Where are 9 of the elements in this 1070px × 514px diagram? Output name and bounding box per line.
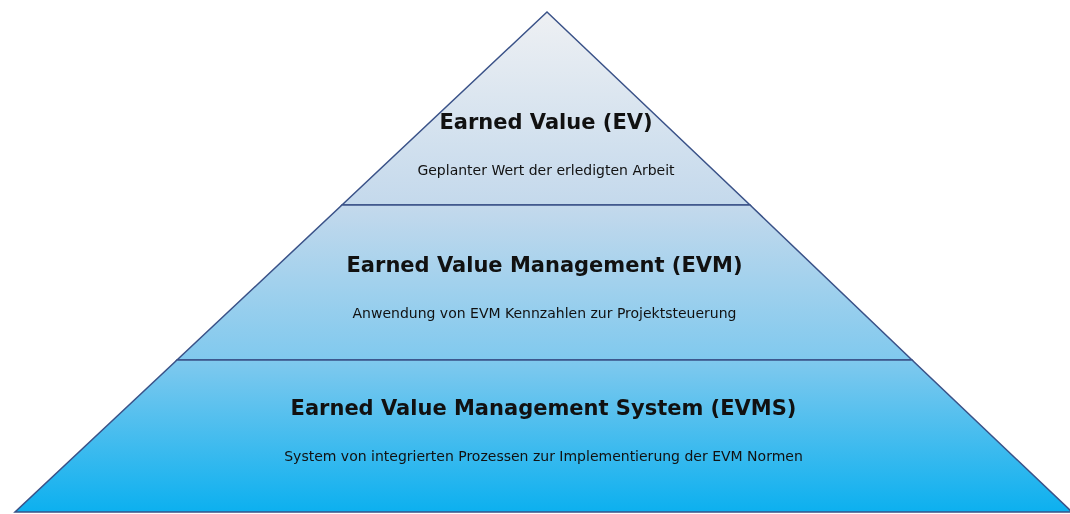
pyramid-tier: [177, 205, 912, 360]
tier-description: Anwendung von EVM Kennzahlen zur Projektsteuerung: [352, 305, 737, 321]
tier-heading: Earned Value Management (EVM): [346, 253, 743, 277]
pyramid-tier: [15, 360, 1070, 512]
tier-description: System von integrierten Prozessen zur Implementierung der EVM Normen: [284, 448, 803, 464]
pyramid-tier: [342, 12, 750, 205]
tier-heading: Earned Value (EV): [439, 110, 653, 134]
tier-heading: Earned Value Management System (EVMS): [290, 396, 797, 420]
tier-description: Geplanter Wert der erledigten Arbeit: [417, 162, 675, 178]
